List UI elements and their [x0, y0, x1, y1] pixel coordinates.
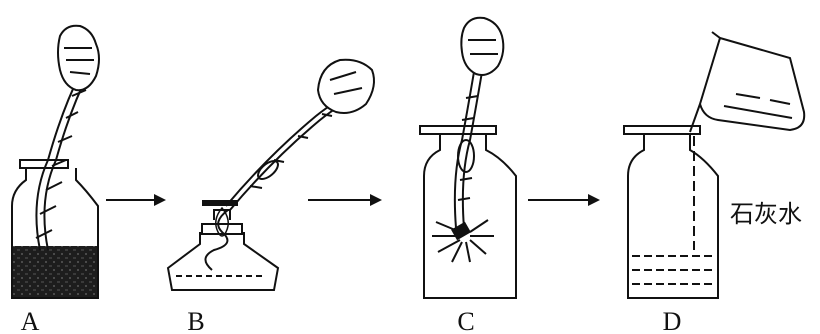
- jar-d: [624, 126, 718, 298]
- panel-label-b: B: [187, 307, 204, 334]
- panel-label-a: A: [21, 307, 40, 334]
- sparks: [432, 220, 494, 262]
- panel-label-c: C: [457, 307, 474, 334]
- panel-b: B: [168, 60, 374, 334]
- hand-a: [58, 26, 99, 91]
- arrow-c-to-d: [528, 194, 600, 206]
- beaker: [690, 32, 804, 132]
- panel-label-d: D: [663, 307, 682, 334]
- limewater-label: 石灰水: [730, 200, 802, 228]
- panel-d: 石灰水 D: [624, 32, 804, 334]
- wire-b: [205, 92, 358, 270]
- arrow-b-to-c: [308, 194, 382, 206]
- hand-c: [461, 18, 503, 75]
- alcohol-lamp: [168, 210, 278, 290]
- panel-c: C: [420, 18, 516, 334]
- hand-b: [318, 60, 374, 113]
- arrow-a-to-b: [106, 194, 166, 206]
- wire-c: [455, 60, 484, 228]
- charcoal-in-jar: [13, 246, 97, 297]
- spark-bar-b: [202, 200, 238, 206]
- panel-a: A: [12, 26, 99, 334]
